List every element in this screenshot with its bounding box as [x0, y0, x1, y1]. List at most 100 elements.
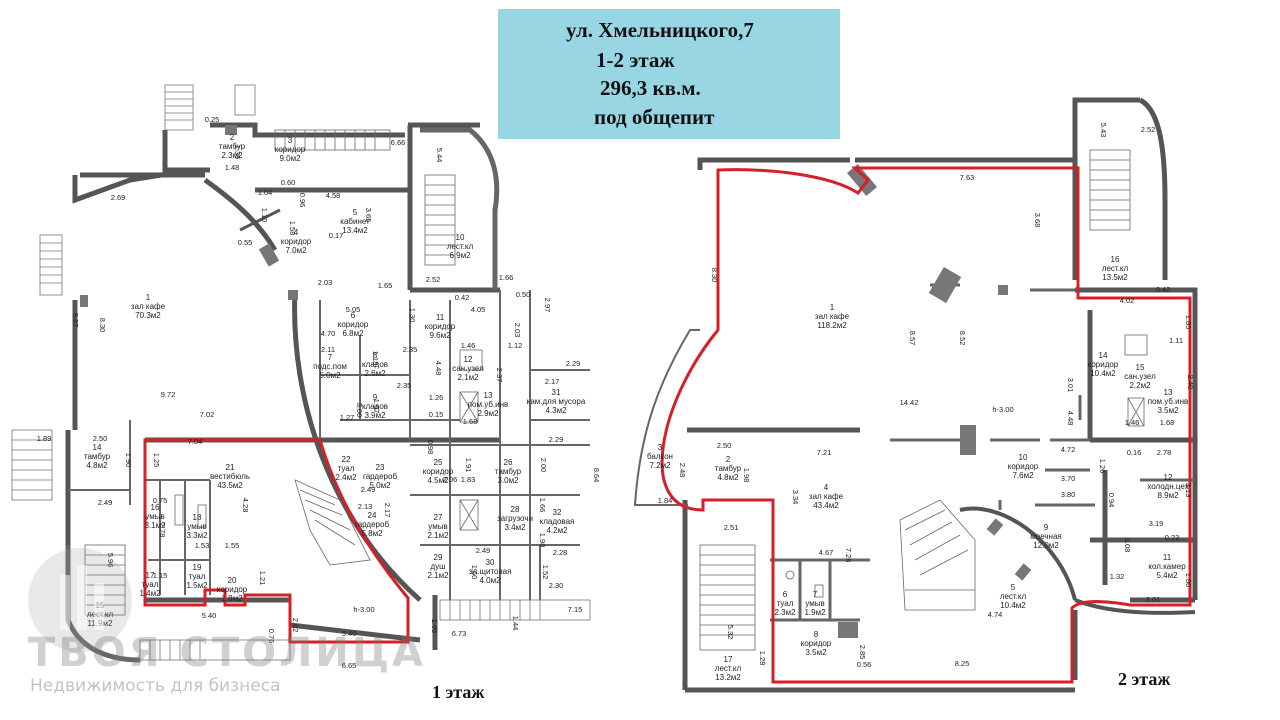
floor-1-dimension-label: 0.15 [429, 410, 444, 419]
floor-1-dimension-label: 0.55 [238, 238, 253, 247]
floor-1-dimension-label: 1.21 [258, 571, 267, 586]
floor-1-dimension-label: 2.17 [383, 503, 392, 518]
floor-1-dimension-label: 2.97 [543, 298, 552, 313]
floor-2-dimension-label: 2.48 [678, 463, 687, 478]
vestibule-stairs [294, 479, 371, 566]
floor-1-dimension-label: 7.02 [200, 410, 215, 419]
floor-1-dimension-label: 2.30 [549, 581, 564, 590]
floor-1-dimension-label: 2.13 [358, 502, 373, 511]
watermark-logo [28, 548, 132, 652]
floor-1-dimension-label: 2.49 [476, 546, 491, 555]
floor-1-dimension-label: 1.35 [233, 145, 242, 160]
floor-2-dimension-label: 1.98 [742, 468, 751, 483]
floor-1-dimension-label: 1.95 [430, 619, 439, 634]
floor-1-dimension-label: 0.96 [298, 193, 307, 208]
floor-1-dimension-label: 1.10 [260, 208, 269, 223]
floor-1-dimension-label: 5.44 [435, 148, 444, 163]
floor-1-dimension-label: 1.25 [152, 453, 161, 468]
entrance-steps-top [164, 84, 256, 131]
floor-1-dimension-label: 6.73 [452, 629, 467, 638]
floor-1-dimension-label: 4.48 [434, 361, 443, 376]
floor-2-dimension-label: 3.19 [1149, 519, 1164, 528]
stairs-corridor-3 [274, 129, 391, 151]
staircase-10 [420, 127, 500, 290]
floor-2-dimension-label: 4.02 [1120, 296, 1135, 305]
floor-1-dimension-label: 2.03 [318, 278, 333, 287]
floor-2-dimension-label: 1.26 [1098, 459, 1107, 474]
floor-2-highlight [660, 166, 1192, 684]
floor-1-dimension-label: 1.68 [463, 417, 478, 426]
floor-1-dimension-label: 1.65 [378, 281, 393, 290]
floor-1-dimension-label: 1.44 [511, 616, 520, 631]
floor-2-dimension-label: 5.32 [726, 625, 735, 640]
floor-1-dimension-label: 2.50 [93, 434, 108, 443]
floor-2-dimension-label: 3.08 [1123, 538, 1132, 553]
floor-1-dimension-label: h-3.00 [353, 605, 374, 614]
floor-2-dimension-label: 8.30 [710, 268, 719, 283]
address-text: ул. Хмельницкого,7 [566, 18, 754, 42]
floor-1-dimension-label: 4.70 [321, 329, 336, 338]
floor-1-dimension-label: 1.27 [340, 413, 355, 422]
floor-1-dimension-label: 0.75 [153, 496, 168, 505]
floor-1-dimension-label: 2.11 [321, 345, 335, 354]
floor-1-dimension-label: 1.46 [461, 341, 476, 350]
floor-2-dimension-label: 7.28 [844, 548, 853, 563]
floor-2-dimension-label: 3.70 [1061, 474, 1076, 483]
floor-1-dimension-label: 0.98 [426, 440, 435, 455]
floor-2-dimension-label: 4.48 [1066, 411, 1075, 426]
floor-2-dimension-label: 1.32 [1110, 572, 1125, 581]
floor-2-plan [633, 97, 1198, 693]
floor-2-dimension-label: 14.42 [900, 398, 919, 407]
floor-1-dimension-label: 6.66 [391, 138, 406, 147]
floor-1-dimension-label: 2.49 [98, 498, 113, 507]
floor-2-dimension-label: h-3.00 [992, 405, 1013, 414]
floor-1-dimension-label: 1.15 [153, 571, 168, 580]
floor-1-dimension-label: 2.62 [291, 618, 300, 633]
floor-1-dimension-label: 2.03 [513, 323, 522, 338]
floor-2-dimension-label: 8.57 [908, 331, 917, 346]
floor-2-dimension-label: 3.34 [791, 490, 800, 505]
floor-2-dimension-label: 2.52 [1141, 125, 1156, 134]
floor-1-dimension-label: 1.66 [499, 273, 514, 282]
floor-1-dimension-label: 2.17 [545, 377, 560, 386]
floor-1-dimension-label: 0.25 [205, 115, 220, 124]
floor-2-dimension-label: 3.13 [1184, 483, 1193, 498]
floor-1-dimension-label: 1.18 [371, 351, 380, 366]
floor-1-dimension-label: 1.67 [372, 399, 381, 414]
floor-1-dimension-label: 1.58 [288, 221, 297, 236]
floor-1-dimension-label: 5.46 [342, 629, 357, 638]
floor-2-dimension-label: 2.40 [1186, 375, 1195, 390]
floor-2-dimension-label: 2.50 [717, 441, 732, 450]
floor-1-dimension-label: 1.26 [429, 393, 444, 402]
floor-2-dimension-label: 1.68 [1160, 418, 1175, 427]
floor-1-dimension-label: 2.06 [443, 475, 458, 484]
floor-2-dimension-label: 3.80 [1061, 490, 1076, 499]
floor-1-dimension-label: 1.48 [225, 163, 240, 172]
floor-1-dimension-label: 8.30 [98, 318, 107, 333]
floor-1-dimension-label: 1.53 [195, 541, 210, 550]
floor-2-dimension-label: 8.25 [955, 659, 970, 668]
floor-2-dimension-label: 1.84 [658, 496, 673, 505]
